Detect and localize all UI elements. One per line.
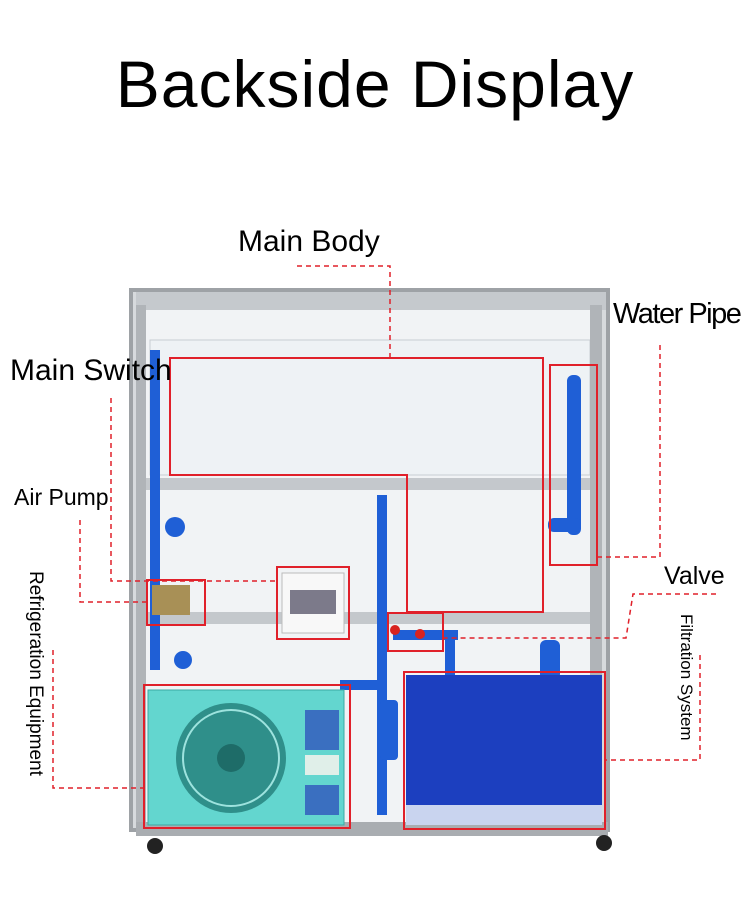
shelf-middle [145,612,600,624]
chiller-controller [305,710,339,750]
chiller-plate [305,755,339,775]
water-pipe-box [549,364,598,566]
pipe-right-vertical [567,375,581,535]
refrigeration-box [143,684,351,829]
filter-tank [406,675,602,825]
wheel-left [147,838,163,854]
shelf-upper [145,478,600,490]
main-body-leader [297,265,391,358]
page-title: Backside Display [115,47,635,121]
chiller-fan-hub [217,744,245,772]
label-refrigeration-equipment: Refrigeration Equipment [25,571,46,776]
air-pump-body [152,585,190,615]
valve-handle-2 [415,629,425,639]
valve-box [387,612,444,652]
cabinet-top-rail [136,292,606,310]
upper-tank [149,339,591,476]
label-valve: Valve [664,562,725,590]
pipe-valve-down [445,630,455,680]
main-switch-leader [110,398,277,582]
left-post [136,305,146,825]
valve-leader [443,593,716,639]
pipe-mid-right [540,640,560,680]
pipe-center-vertical [377,495,387,815]
pipe-lower-center [380,700,398,760]
pipe-right-elbow [548,518,581,532]
pipe-chiller-out [340,680,380,690]
label-main-switch: Main Switch [10,354,172,387]
pipe-left-vertical [150,350,160,670]
air-pump-leader [79,520,147,603]
pipe-left-joint-2 [174,651,192,669]
chiller-fan-grill [182,709,280,807]
chiller-outlet [305,785,339,815]
label-main-body: Main Body [238,225,380,258]
refrigeration-leader [52,650,144,789]
label-filtration-system: Filtration System [677,614,696,741]
switch-panel [290,590,336,614]
label-water-pipe: Water Pipe [613,298,742,330]
wheel-right [596,835,612,851]
filter-tank-foam [406,805,602,825]
pipe-valve-horizontal [393,630,458,640]
pipe-left-joint [165,517,185,537]
valve-handle [390,625,400,635]
filtration-box [403,671,606,830]
water-pipe-leader [597,345,661,558]
main-switch-box [276,566,350,640]
label-air-pump: Air Pump [14,484,109,510]
